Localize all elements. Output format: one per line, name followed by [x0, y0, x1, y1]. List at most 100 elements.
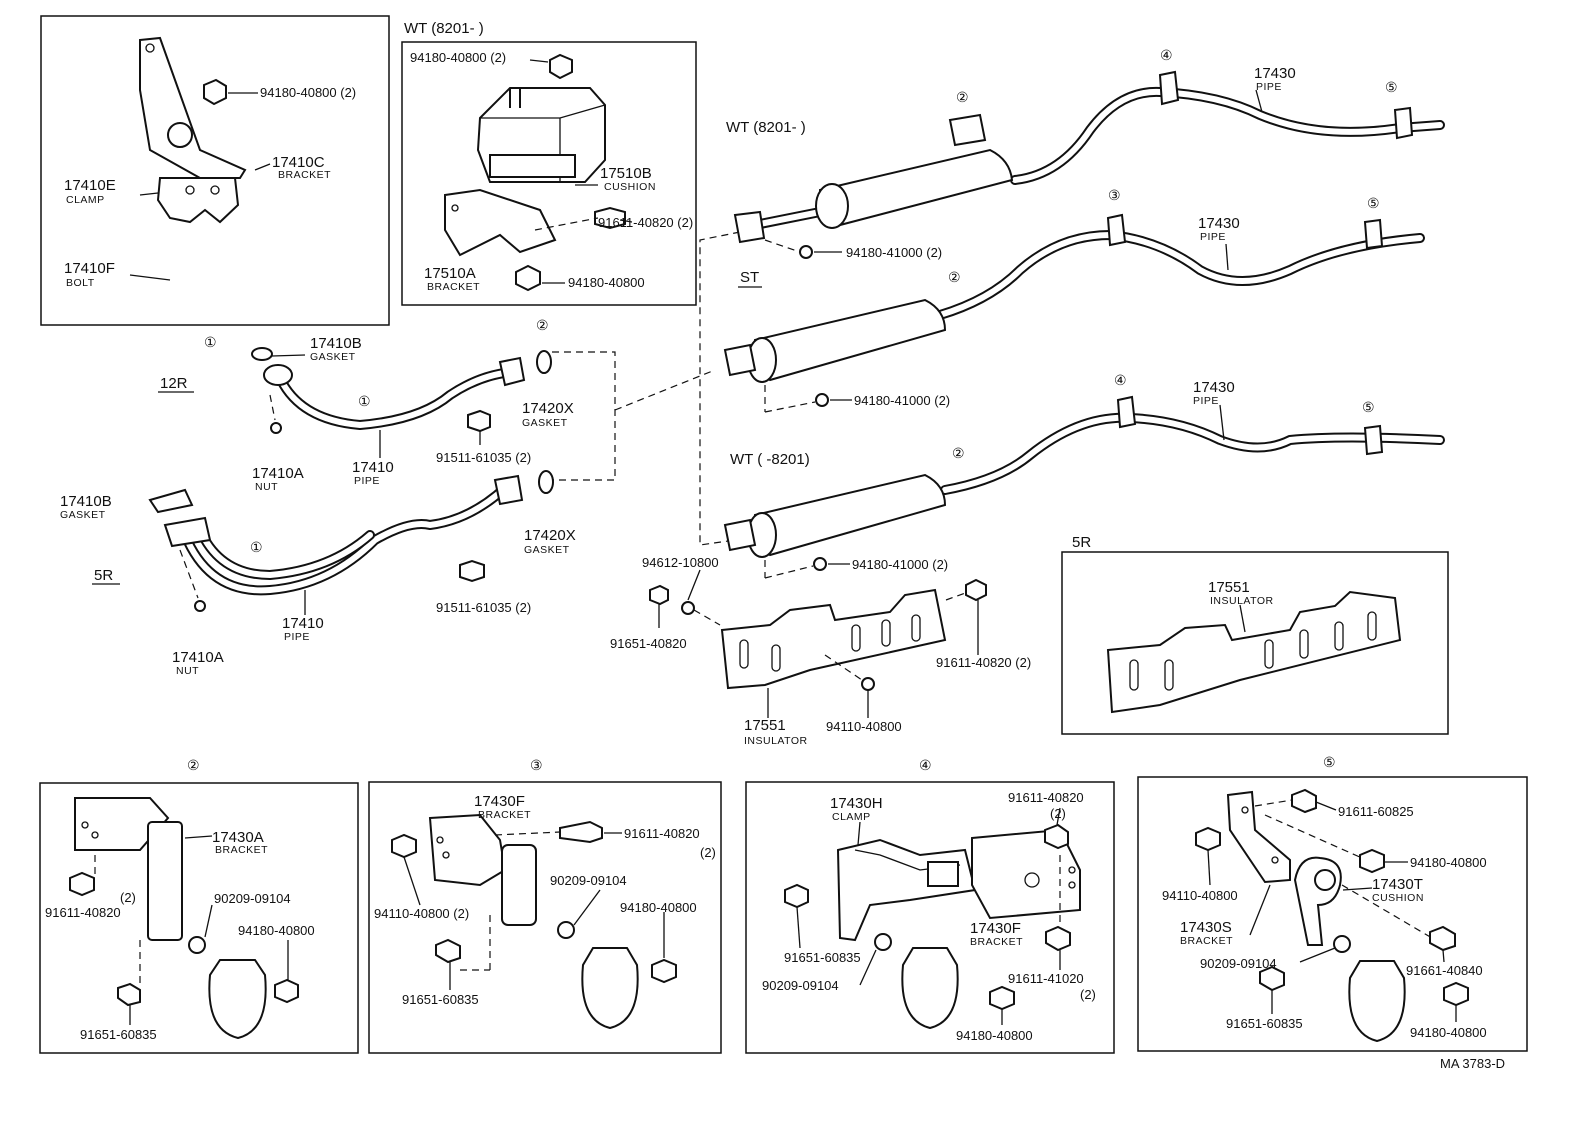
bracket-17510a: [444, 188, 557, 257]
part-no-91611-41020: 91611-41020: [1008, 971, 1084, 986]
cushion-17430t: [1293, 856, 1342, 946]
part-no-90209-09104: 90209-09104: [762, 978, 839, 993]
marker-3: ③: [1108, 187, 1121, 203]
part-no-17430f: 17430F: [970, 920, 1021, 937]
marker-5: ⑤: [1367, 195, 1380, 211]
part-no-91611-40820: 91611-40820: [45, 905, 121, 920]
detail-box-d3: 17430F BRACKET 91611-40820 (2) 90209-091…: [368, 781, 722, 1054]
marker-2: ②: [952, 445, 965, 461]
muffler-bot: [753, 473, 947, 557]
part-name: BOLT: [66, 277, 95, 289]
part-no-17410f: 17410F: [64, 260, 115, 277]
part-no-17510a: 17510A: [424, 265, 476, 282]
bolt-icon: [784, 883, 809, 909]
variant-wt-old: WT ( -8201): [730, 451, 810, 468]
part-no-94110-40800: 94110-40800: [826, 719, 902, 734]
variant-12r: 12R: [160, 375, 188, 392]
part-no-91651-60835: 91651-60835: [402, 992, 479, 1007]
part-name: PIPE: [1200, 231, 1226, 243]
part-no-94180-40800: 94180-40800: [568, 275, 645, 290]
part-no-94180-40800: 94180-40800: [1410, 855, 1487, 870]
nut-icon: [1359, 848, 1385, 874]
bracket-17410c: [139, 36, 247, 179]
bolt-icon: [1044, 823, 1069, 850]
diagram-code: MA 3783-D: [1440, 1056, 1505, 1071]
part-name: GASKET: [310, 351, 356, 363]
detail-box-d5: 91611-60825 94180-40800 94110-40800 1743…: [1137, 776, 1528, 1052]
marker-2: ②: [948, 269, 961, 285]
part-no-17551: 17551: [1208, 579, 1250, 596]
part-no-17430: 17430: [1254, 65, 1296, 82]
marker-5: ⑤: [1362, 399, 1375, 415]
variant-wt-new: WT (8201- ): [726, 119, 806, 136]
part-no-91611-60825: 91611-60825: [1338, 804, 1414, 819]
insulator-assembly: 94612-10800 91651-40820 91611-40820 (2) …: [610, 534, 1449, 747]
detail-box-2: 94180-40800 (2) 17510B CUSHION 91611-408…: [401, 41, 697, 306]
bolt-icon: [1291, 788, 1317, 814]
nut-icon: [274, 978, 299, 1004]
bracket-17430s: [1226, 790, 1291, 884]
marker-5: ⑤: [1323, 754, 1336, 770]
part-name: GASKET: [60, 509, 106, 521]
part-no-91651-60835: 91651-60835: [784, 950, 861, 965]
part-name: BRACKET: [427, 281, 480, 293]
nut-icon: [391, 833, 417, 859]
part-no-91511-61035: 91511-61035 (2): [436, 600, 531, 615]
nut-icon: [651, 958, 677, 984]
part-no-17430a: 17430A: [212, 829, 264, 846]
part-name: NUT: [255, 481, 278, 493]
front-pipes: 12R 5R 17410B GASKET ①: [60, 335, 716, 677]
insulator-17551: [720, 588, 947, 690]
bolt-icon: [1045, 925, 1071, 952]
part-name: BRACKET: [970, 936, 1023, 948]
variant-label: WT (8201- ): [404, 20, 484, 37]
part-no-17551: 17551: [744, 717, 786, 734]
part-no-17410c: 17410C: [272, 154, 325, 171]
part-no-91651-60835: 91651-60835: [80, 1027, 157, 1042]
bolt-icon: [1259, 965, 1285, 992]
part-no-94110-40800: 94110-40800: [1162, 888, 1238, 903]
qty: (2): [1080, 987, 1096, 1002]
qty: (2): [700, 845, 716, 860]
part-no-17420x: 17420X: [524, 527, 576, 544]
marker-4: ④: [1114, 372, 1127, 388]
nut-icon: [549, 53, 573, 80]
clamp-17430h: [836, 838, 977, 942]
part-no-91661-40840: 91661-40840: [1406, 963, 1483, 978]
part-no-17430h: 17430H: [830, 795, 883, 812]
rear-assembly: WT (8201- ) ② ④ ⑤ 17430 PIPE 94180-41000…: [699, 47, 1445, 579]
part-no-91511-61035: 91511-61035 (2): [436, 450, 531, 465]
clamp-icon: [208, 959, 267, 1040]
u-bolt-17410f: [175, 230, 217, 305]
bolt-icon: [69, 871, 95, 897]
variant-5r-box: 5R: [1072, 534, 1091, 551]
bolt-icon: [559, 820, 603, 844]
part-no-90209-09104: 90209-09104: [214, 891, 291, 906]
part-no-90209-09104: 90209-09104: [550, 873, 627, 888]
bolt-icon: [117, 982, 141, 1007]
part-no-17430f: 17430F: [474, 793, 525, 810]
part-no-94180-41000: 94180-41000 (2): [846, 245, 942, 260]
clamp-icon: [1348, 960, 1406, 1043]
detail-box-d4: 17430H CLAMP 91611-40820 (2) 91651-60835…: [745, 781, 1115, 1054]
part-no-94180-40800: 94180-40800 (2): [410, 50, 506, 65]
bolt-icon: [1429, 925, 1456, 952]
nut-icon: [1195, 826, 1221, 852]
bolt-icon: [594, 206, 626, 230]
part-no-91611-40820: 91611-40820: [624, 826, 700, 841]
marker-2: ②: [536, 317, 549, 333]
muffler-mid: [753, 298, 947, 382]
nut-icon: [989, 985, 1015, 1011]
part-name: BRACKET: [478, 809, 531, 821]
variant-st: ST: [740, 269, 759, 286]
part-no-17430: 17430: [1198, 215, 1240, 232]
part-name: CLAMP: [832, 811, 871, 823]
part-name: CLAMP: [66, 194, 105, 206]
bolt-icon: [965, 578, 987, 602]
part-no-17410a: 17410A: [252, 465, 304, 482]
part-name: PIPE: [1193, 395, 1219, 407]
part-no-17410e: 17410E: [64, 177, 116, 194]
marker-4: ④: [1160, 47, 1173, 63]
part-no-90209-09104: 90209-09104: [1200, 956, 1277, 971]
